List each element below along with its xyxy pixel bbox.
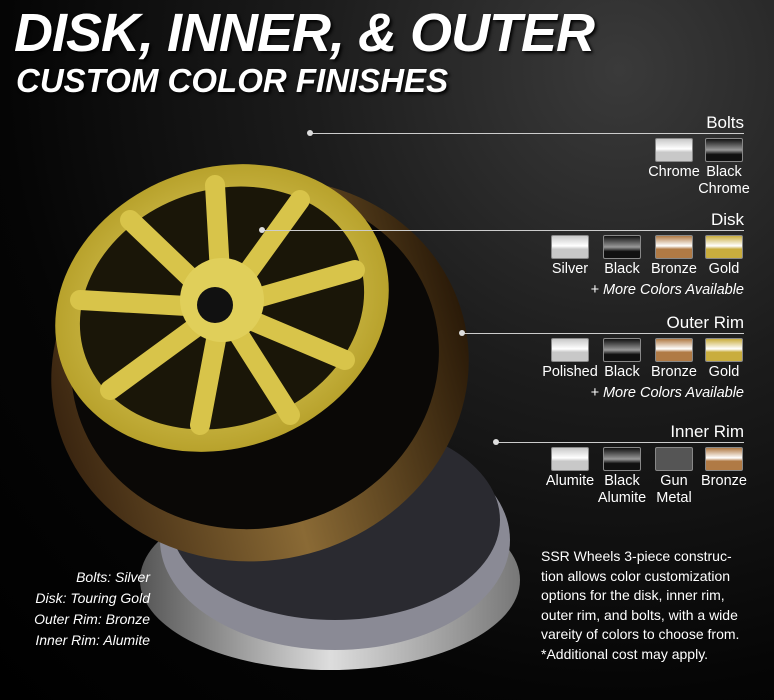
disk-swatch-black[interactable] <box>603 235 641 259</box>
note-line: *Additional cost may apply. <box>541 645 709 662</box>
outer-rim-leader-line <box>462 333 744 334</box>
inner-rim-swatch-label: Bronze <box>701 473 747 489</box>
disk <box>55 164 389 452</box>
note-line: options for the disk, inner rim, <box>541 587 725 603</box>
inner-rim-leader-line <box>496 442 744 443</box>
disk-more-colors: + More Colors Available <box>590 282 744 298</box>
inner-rim-swatch-black-alumite[interactable] <box>603 447 641 471</box>
disk-swatch-label: Silver <box>551 261 589 277</box>
example-finish-legend: Bolts: Silver Disk: Touring Gold Outer R… <box>34 567 150 651</box>
outer-rim-leader-dot <box>459 330 465 336</box>
disk-leader-line <box>262 230 744 231</box>
note-line: vareity of colors to choose from. <box>541 626 740 642</box>
inner-rim-swatch-bronze[interactable] <box>705 447 743 471</box>
disk-swatch-label: Bronze <box>651 261 697 277</box>
inner-rim-swatch-label: Alumite <box>545 473 595 489</box>
bolts-swatch-black-chrome[interactable] <box>705 138 743 162</box>
note-line: outer rim, and bolts, with a wide <box>541 606 738 623</box>
outer-rim-swatch-bronze[interactable] <box>655 338 693 362</box>
disk-swatch-silver[interactable] <box>551 235 589 259</box>
inner-rim-swatch-label: Gun Metal <box>656 473 692 506</box>
note-line: SSR Wheels 3-piece construc- <box>541 548 732 564</box>
legend-inner-rim: Inner Rim: Alumite <box>35 632 150 648</box>
outer-rim-swatch-black[interactable] <box>603 338 641 362</box>
outer-rim-swatch-label: Polished <box>542 364 598 380</box>
outer-rim-swatch-label: Black <box>604 364 640 380</box>
bolts-swatch-label: Black Chrome <box>698 164 750 197</box>
disk-swatch-label: Black <box>604 261 640 277</box>
bolts-leader-dot <box>307 130 313 136</box>
outer-rim-swatch-label: Bronze <box>651 364 697 380</box>
disk-leader-dot <box>259 227 265 233</box>
disk-swatch-label: Gold <box>708 261 740 277</box>
bolts-swatch-chrome[interactable] <box>655 138 693 162</box>
disk-heading: Disk <box>710 210 744 229</box>
outer-rim-swatch-label: Gold <box>708 364 740 380</box>
inner-rim-swatch-alumite[interactable] <box>551 447 589 471</box>
legend-outer-rim: Outer Rim: Bronze <box>34 611 150 627</box>
inner-rim-heading: Inner Rim <box>670 422 744 441</box>
disk-swatch-bronze[interactable] <box>655 235 693 259</box>
inner-rim-swatch-label: Black Alumite <box>597 473 647 506</box>
note-line: tion allows color customization <box>541 567 731 584</box>
disk-swatch-gold[interactable] <box>705 235 743 259</box>
inner-rim-swatch-gun-metal[interactable] <box>655 447 693 471</box>
outer-rim-heading: Outer Rim <box>666 313 744 332</box>
legend-disk: Disk: Touring Gold <box>35 590 150 606</box>
inner-rim-leader-dot <box>493 439 499 445</box>
bolts-heading: Bolts <box>706 113 744 132</box>
construction-note: SSR Wheels 3-piece construc- tion allows… <box>541 547 766 664</box>
outer-rim-swatch-polished[interactable] <box>551 338 589 362</box>
page-subtitle: CUSTOM COLOR FINISHES <box>16 62 449 99</box>
outer-rim-more-colors: + More Colors Available <box>590 385 744 401</box>
legend-bolts: Bolts: Silver <box>76 569 150 585</box>
bolts-leader-line <box>310 133 744 134</box>
outer-rim-swatch-gold[interactable] <box>705 338 743 362</box>
page-title: DISK, INNER, & OUTER <box>14 3 595 63</box>
bolts-swatch-label: Chrome <box>648 164 700 180</box>
